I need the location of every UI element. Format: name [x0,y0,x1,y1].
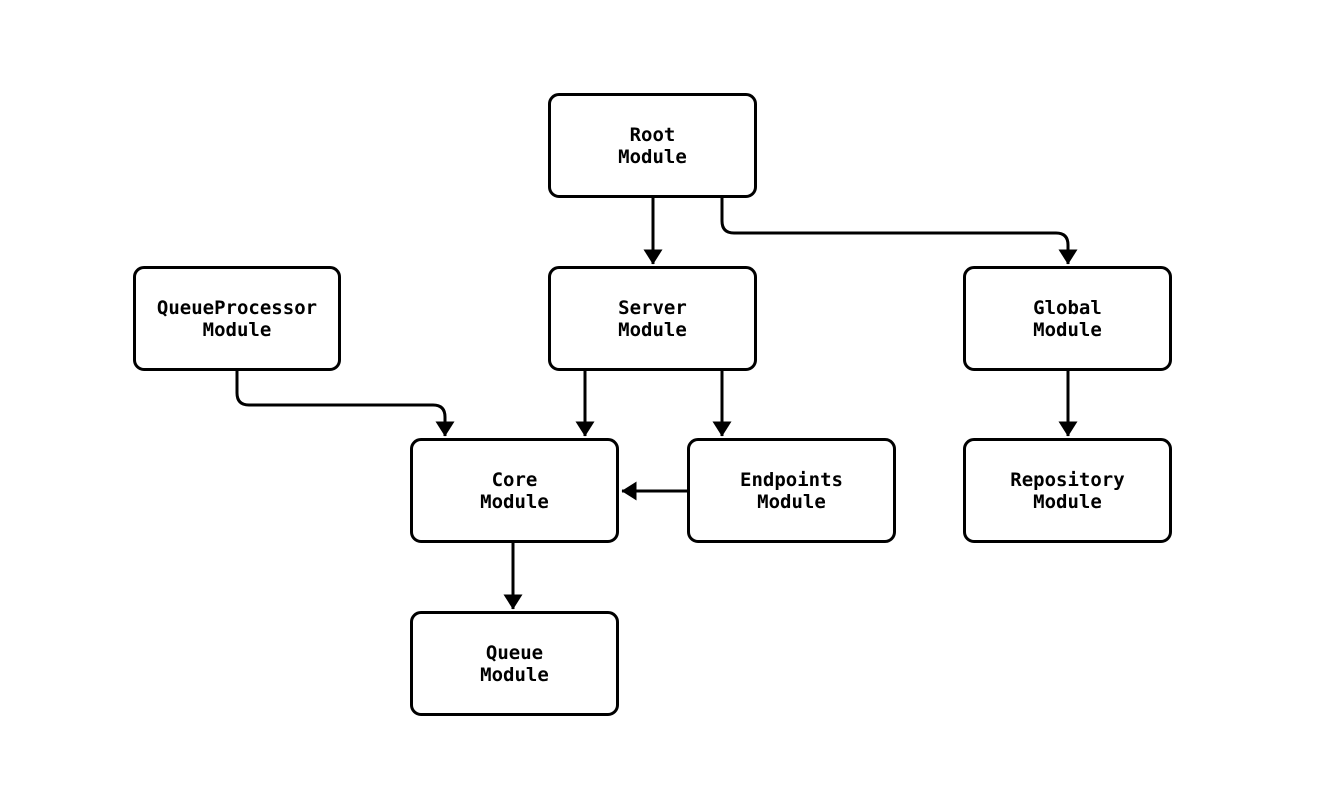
edge-queueprocessor-to-core [235,371,455,437]
node-label-line1: Queue [485,641,544,664]
node-label-line1: Global [1033,296,1102,319]
node-label-line1: Server [618,296,687,319]
node-label-line1: Endpoints [740,468,843,491]
node-label-line2: Module [202,318,272,341]
node-label-line1: Root [629,123,676,146]
node-label-line2: Module [618,318,687,341]
node-label-line1: Repository [1010,468,1125,491]
edge-root-to-global [720,198,1078,265]
node-label-line2: Module [1033,490,1102,513]
node-label-line2: Module [480,663,549,686]
node-label-line2: Module [1033,318,1102,341]
node-label-line1: QueueProcessor [156,296,318,319]
node-label-line2: Module [480,490,549,513]
node-label-line2: Module [618,145,687,168]
node-label-line2: Module [757,490,826,513]
node-label-line1: Core [491,468,538,491]
